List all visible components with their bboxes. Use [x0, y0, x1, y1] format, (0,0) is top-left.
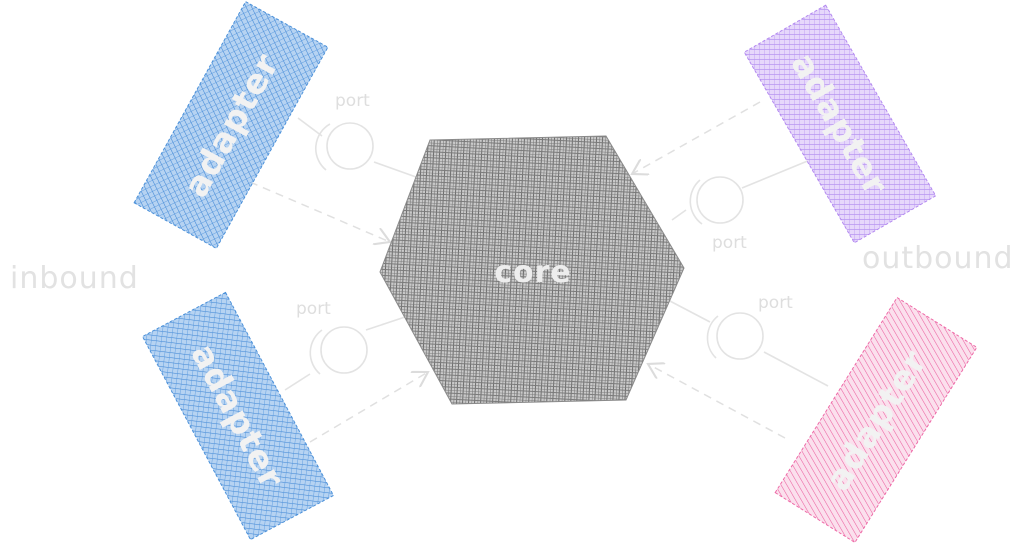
- dashed-arrows: [249, 101, 786, 443]
- arrow-inbound-top: [249, 181, 390, 242]
- port-outbound-bottom: port: [706, 293, 793, 360]
- arrow-inbound-bottom: [309, 372, 428, 443]
- port-label: port: [296, 299, 331, 319]
- port-outbound-top: port: [689, 176, 747, 253]
- port-inbound-bottom: port: [296, 299, 368, 375]
- core-label: core: [494, 255, 572, 290]
- arrow-outbound-top: [632, 101, 761, 174]
- adapter-outbound-top: adapter: [743, 4, 937, 244]
- inbound-label: inbound: [10, 261, 139, 296]
- port-label: port: [712, 233, 747, 253]
- arrow-outbound-bottom: [648, 364, 786, 439]
- outbound-label: outbound: [862, 241, 1014, 276]
- port-label: port: [335, 91, 370, 111]
- core-hexagon: core: [379, 135, 685, 405]
- adapter-outbound-bottom: adapter: [774, 296, 978, 544]
- adapter-inbound-bottom: adapter: [141, 291, 335, 541]
- adapter-inbound-top: adapter: [133, 0, 329, 250]
- port-inbound-top: port: [314, 91, 374, 171]
- port-label: port: [758, 293, 793, 313]
- port-connectors: [284, 117, 829, 391]
